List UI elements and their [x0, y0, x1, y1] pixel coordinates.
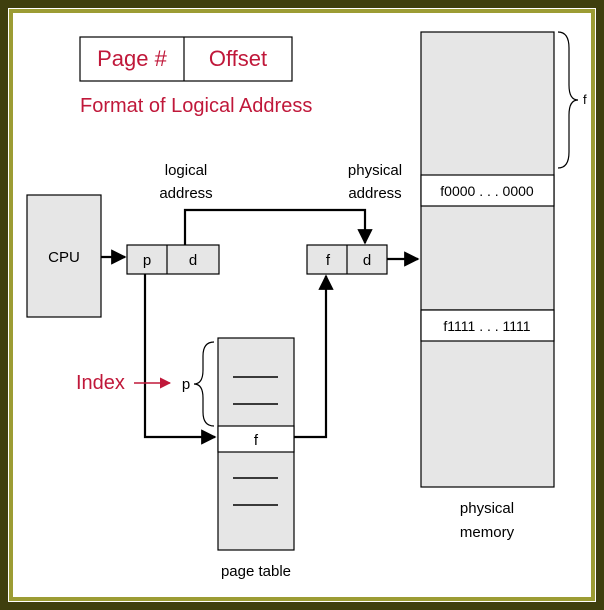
format-box	[79, 36, 293, 82]
frame-end-row	[420, 309, 555, 342]
physical-address-line1: physical	[348, 162, 402, 179]
frame-end-label: f1111 . . . 1111	[443, 318, 530, 334]
page-table-p: p	[182, 376, 190, 393]
page-table-entry	[217, 425, 295, 453]
index-label: Index	[76, 372, 125, 394]
logical-d: d	[189, 252, 197, 269]
offset-arrow	[183, 208, 373, 245]
logical-address-box	[126, 244, 220, 275]
logical-address-line2: address	[159, 185, 212, 202]
memory-caption-line2: memory	[460, 524, 515, 541]
memory-caption-line1: physical	[460, 500, 514, 517]
frame-start-row	[420, 174, 555, 207]
format-page-label: Page #	[97, 46, 167, 71]
frame-number-arrow	[294, 274, 334, 439]
p-brace	[193, 341, 215, 427]
page-number-arrow	[143, 274, 217, 445]
f-brace-label: f	[583, 92, 587, 107]
format-caption: Format of Logical Address	[80, 95, 312, 117]
physical-d: d	[363, 252, 371, 269]
physical-f: f	[326, 252, 331, 269]
f-brace	[557, 31, 579, 169]
inner-frame	[9, 9, 595, 601]
logical-p: p	[143, 252, 151, 269]
page-table-f: f	[254, 432, 259, 449]
cpu-box	[26, 194, 102, 318]
physical-address-line2: address	[348, 185, 401, 202]
logical-address-line1: logical	[165, 162, 208, 179]
physical-memory	[420, 31, 555, 488]
frame-start-label: f0000 . . . 0000	[440, 183, 534, 199]
page-table-caption: page table	[221, 563, 291, 580]
format-offset-label: Offset	[209, 46, 267, 71]
cpu-label: CPU	[48, 249, 80, 266]
